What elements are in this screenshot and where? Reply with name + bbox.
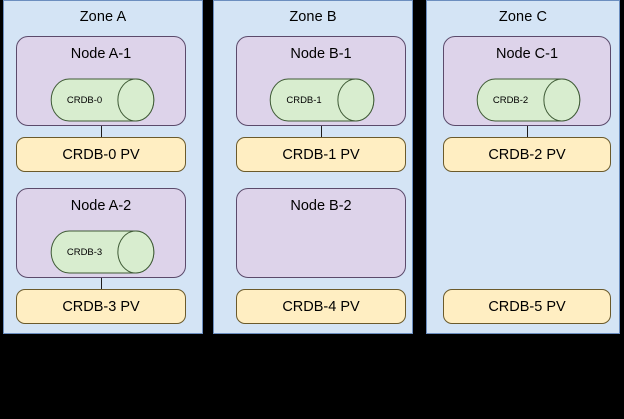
zone-title: Zone B (289, 9, 337, 25)
zone-title: Zone A (79, 9, 127, 25)
cylinder-end-cap (117, 230, 155, 274)
pod-crdb-3[interactable]: CRDB-3 (50, 230, 155, 274)
node-node-b-2[interactable]: Node B-2 (236, 188, 406, 278)
cylinder-end-cap (543, 78, 581, 122)
volume-pv-crdb-0[interactable]: CRDB-0 PV (16, 137, 186, 172)
volume-pv-crdb-3[interactable]: CRDB-3 PV (16, 289, 186, 324)
pod-crdb-0[interactable]: CRDB-0 (50, 78, 155, 122)
node-label: Node A-1 (70, 46, 132, 62)
zone-title: Zone C (498, 9, 548, 25)
volume-pv-crdb-2[interactable]: CRDB-2 PV (443, 137, 611, 172)
node-label: Node B-1 (290, 46, 352, 62)
node-label: Node A-2 (70, 198, 132, 214)
pod-crdb-2[interactable]: CRDB-2 (476, 78, 581, 122)
cylinder-end-cap (117, 78, 155, 122)
connector-node-c-1 (527, 126, 528, 138)
volume-pv-crdb-1[interactable]: CRDB-1 PV (236, 137, 406, 172)
connector-node-b-1 (321, 126, 322, 138)
node-label: Node C-1 (495, 46, 559, 62)
connector-node-a-1 (101, 126, 102, 138)
connector-node-a-2 (101, 278, 102, 290)
pod-crdb-1[interactable]: CRDB-1 (269, 78, 375, 122)
node-label: Node B-2 (290, 198, 352, 214)
volume-pv-crdb-5[interactable]: CRDB-5 PV (443, 289, 611, 324)
cylinder-end-cap (337, 78, 375, 122)
volume-pv-crdb-4[interactable]: CRDB-4 PV (236, 289, 406, 324)
